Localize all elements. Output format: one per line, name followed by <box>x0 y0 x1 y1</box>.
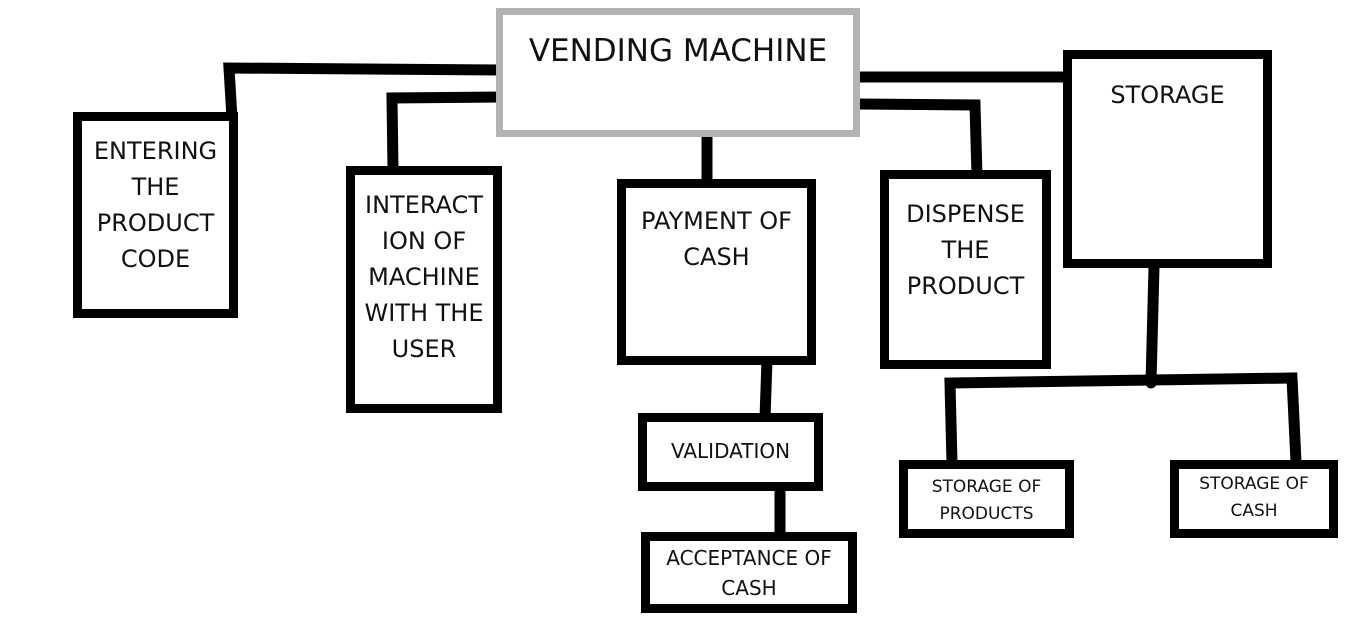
node-acceptance-of-cash: ACCEPTANCE OF CASH <box>641 532 857 613</box>
node-entering-product-code: ENTERING THE PRODUCT CODE <box>73 112 238 318</box>
node-label: STORAGE OF PRODUCTS <box>931 477 1042 524</box>
node-label: DISPENSE THE PRODUCT <box>906 200 1025 300</box>
node-interaction-with-user: INTERACT ION OF MACHINE WITH THE USER <box>346 166 502 413</box>
node-storage-of-cash: STORAGE OF CASH <box>1170 460 1338 538</box>
node-storage: STORAGE <box>1063 50 1272 268</box>
node-storage-of-products: STORAGE OF PRODUCTS <box>899 460 1074 538</box>
connector-payment-validation <box>759 354 773 424</box>
node-label: VENDING MACHINE <box>528 33 828 69</box>
node-payment-of-cash: PAYMENT OF CASH <box>617 179 816 365</box>
connector-storage-trunk <box>1145 261 1160 389</box>
node-validation: VALIDATION <box>638 413 823 491</box>
node-vending-machine: VENDING MACHINE <box>496 8 860 137</box>
node-label: STORAGE OF CASH <box>1199 474 1309 521</box>
connector-root-interaction <box>386 91 508 176</box>
node-label: ENTERING THE PRODUCT CODE <box>93 137 218 273</box>
node-dispense-product: DISPENSE THE PRODUCT <box>880 170 1051 369</box>
node-label: STORAGE <box>1110 81 1225 109</box>
node-label: VALIDATION <box>670 439 791 463</box>
node-label: PAYMENT OF CASH <box>641 207 792 271</box>
connector-root-entering <box>223 62 506 124</box>
connector-storage-branch <box>944 372 1302 469</box>
connector-root-dispense <box>853 98 983 182</box>
node-label: ACCEPTANCE OF CASH <box>666 546 832 600</box>
node-label: INTERACT ION OF MACHINE WITH THE USER <box>364 191 484 363</box>
